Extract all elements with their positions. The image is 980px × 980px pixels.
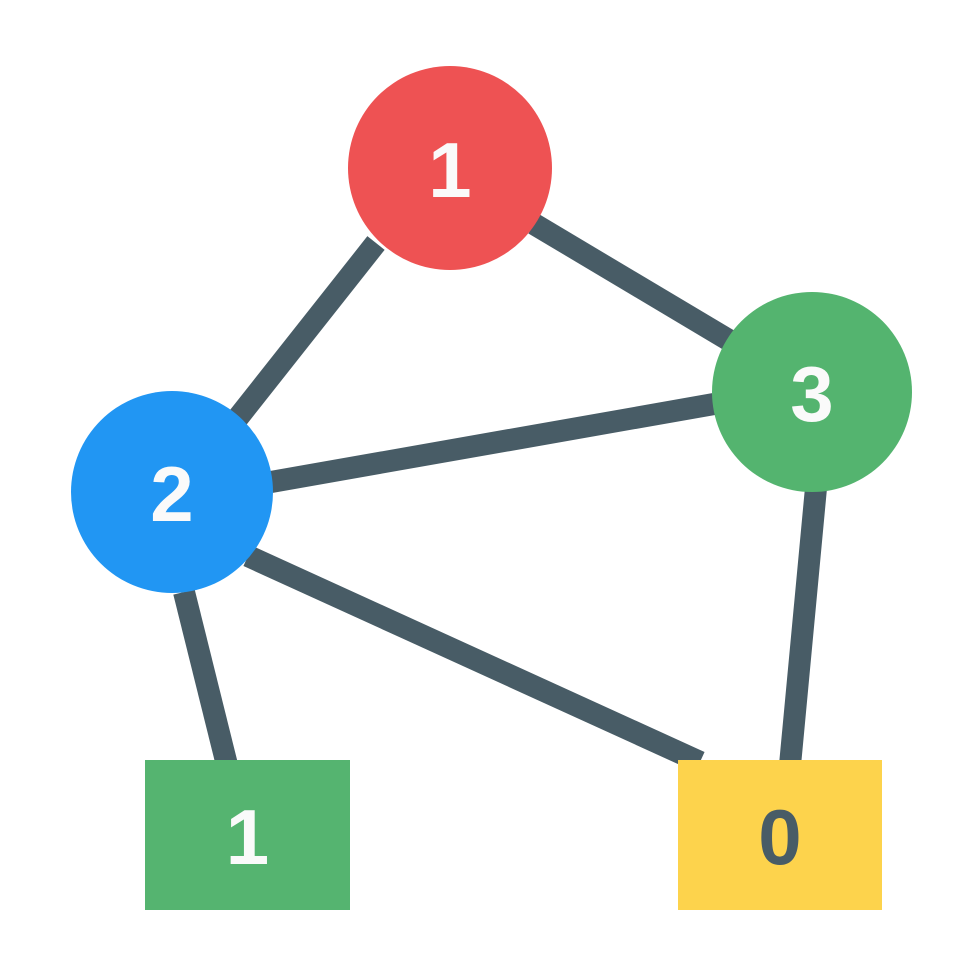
edge-red-to-blue <box>224 236 385 431</box>
edge-blue-to-yellow-square <box>243 545 705 773</box>
red-circle-node-shape[interactable] <box>348 66 552 270</box>
green-square-node-shape[interactable] <box>145 760 350 910</box>
green-circle-node[interactable]: 3 <box>712 292 912 492</box>
green-circle-node-label: 3 <box>790 350 833 438</box>
edge-red-to-green <box>528 214 748 358</box>
yellow-square-node-label: 0 <box>758 793 801 881</box>
green-circle-node-shape[interactable] <box>712 292 912 492</box>
yellow-square-node[interactable]: 0 <box>678 760 882 910</box>
edge-green-to-yellow-square <box>779 486 827 767</box>
blue-circle-node[interactable]: 2 <box>71 391 273 593</box>
edge-blue-to-green <box>269 393 716 493</box>
red-circle-node[interactable]: 1 <box>348 66 552 270</box>
red-circle-node-label: 1 <box>428 126 471 214</box>
edge-blue-to-green-square <box>173 589 238 768</box>
nodes-layer: 1 3 2 1 0 <box>71 66 912 910</box>
blue-circle-node-shape[interactable] <box>71 391 273 593</box>
edges-layer <box>173 214 827 773</box>
yellow-square-node-shape[interactable] <box>678 760 882 910</box>
green-square-node-label: 1 <box>226 793 269 881</box>
green-square-node[interactable]: 1 <box>145 760 350 910</box>
blue-circle-node-label: 2 <box>150 450 193 538</box>
